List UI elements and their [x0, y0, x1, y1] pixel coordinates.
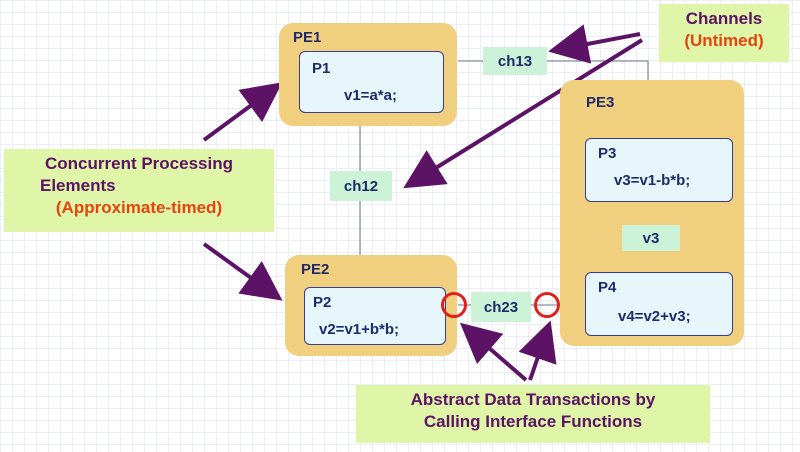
- pe1-label: PE1: [293, 29, 322, 46]
- p2-name: P2: [313, 294, 332, 311]
- transactions-callout: Abstract Data Transactions by Calling In…: [356, 385, 710, 443]
- arrow-to-pe2: [202, 242, 283, 301]
- pe2-box: PE2 P2 v2=v1+b*b;: [285, 255, 457, 356]
- p4-name: P4: [598, 279, 617, 296]
- p3-code: v3=v1-b*b;: [614, 172, 691, 189]
- pe-callout: Concurrent Processing Elements (Approxim…: [4, 149, 274, 232]
- pe3-box: PE3 P3 v3=v1-b*b; P4 v4=v2+v3;: [560, 80, 744, 346]
- p3-box: P3 v3=v1-b*b;: [585, 138, 733, 202]
- pointer-arrows: [202, 24, 644, 382]
- transactions-callout-line2: Calling Interface Functions: [423, 412, 643, 432]
- pe-callout-line3: (Approximate-timed): [55, 198, 223, 218]
- p4-box: P4 v4=v2+v3;: [585, 272, 733, 336]
- p2-box: P2 v2=v1+b*b;: [304, 287, 446, 345]
- arrow-to-port-left: [459, 322, 528, 382]
- channels-callout-line1: Channels: [685, 9, 763, 28]
- channels-callout-line2: (Untimed): [684, 31, 764, 51]
- p2-code: v2=v1+b*b;: [319, 321, 400, 338]
- pe2-label: PE2: [301, 261, 330, 278]
- channels-callout: Channels (Untimed): [659, 4, 789, 62]
- arrow-to-ch12: [403, 38, 644, 189]
- arrow-to-port-right: [518, 320, 557, 381]
- channel-ch23: ch23: [471, 292, 531, 322]
- arrow-to-ch13: [548, 24, 641, 64]
- channel-ch12: ch12: [330, 171, 392, 201]
- p1-code: v1=a*a;: [344, 87, 397, 104]
- pe-callout-line2: Elements: [40, 176, 116, 196]
- arrow-to-pe1: [202, 82, 283, 142]
- transactions-callout-line1: Abstract Data Transactions by: [410, 390, 656, 409]
- port-circle-right: [534, 292, 560, 318]
- p3-name: P3: [598, 145, 617, 162]
- p1-box: P1 v1=a*a;: [299, 51, 444, 113]
- pe-callout-line1: Concurrent Processing: [45, 154, 233, 173]
- p4-code: v4=v2+v3;: [618, 308, 691, 325]
- port-circle-left: [441, 292, 467, 318]
- p1-name: P1: [312, 60, 331, 77]
- pe3-label: PE3: [586, 94, 615, 111]
- channel-v3: v3: [622, 225, 680, 251]
- pe1-box: PE1 P1 v1=a*a;: [279, 23, 457, 126]
- channel-ch13: ch13: [483, 47, 547, 75]
